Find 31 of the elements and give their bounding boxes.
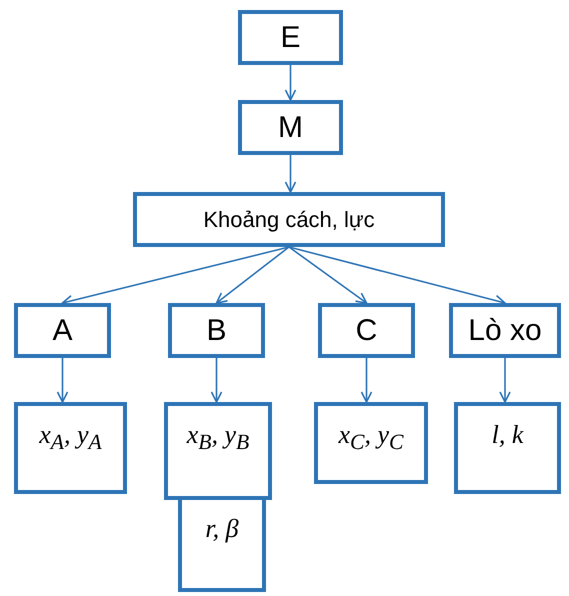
arrow (360, 358, 372, 403)
node-label: C (356, 314, 378, 348)
variable-box (164, 402, 272, 500)
math-label: x$_{B}$, y$_{B}$ (186, 420, 250, 456)
node-label: A (52, 314, 72, 348)
arrow (288, 246, 368, 304)
process-box (449, 303, 561, 358)
arrow (210, 358, 222, 403)
math-label: x$_{C}$, y$_{C}$ (338, 420, 404, 456)
process-box (133, 192, 445, 247)
node-label: Lò xo (468, 314, 542, 348)
process-box (14, 303, 111, 358)
math-label: r, β (205, 514, 239, 544)
math-label: l, k (492, 420, 524, 450)
arrow (284, 155, 296, 193)
variable-box (14, 402, 127, 494)
node-label: M (278, 110, 303, 144)
process-box (238, 100, 343, 155)
arrow (216, 246, 290, 304)
math-label: x$_{A}$, y$_{A}$ (39, 420, 102, 456)
node-label: Khoảng cách, lực (203, 206, 375, 232)
arrow (284, 65, 296, 101)
process-box (238, 10, 343, 65)
variable-box (314, 402, 428, 484)
variable-box (454, 402, 561, 494)
node-label: B (206, 314, 226, 348)
process-box (168, 303, 265, 358)
arrow (499, 358, 511, 403)
node-label: E (280, 20, 300, 54)
arrow (56, 358, 68, 403)
process-box (318, 303, 415, 358)
